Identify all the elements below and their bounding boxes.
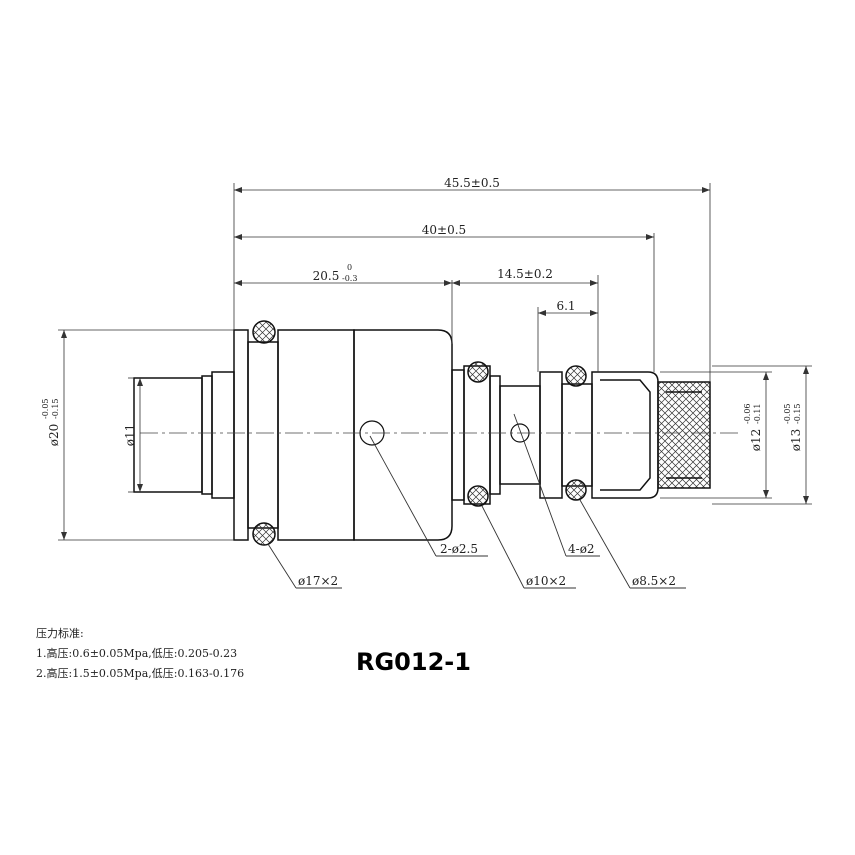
notes-heading: 压力标准: <box>36 627 84 640</box>
dim-dia-11: ø11 <box>123 424 137 447</box>
svg-text:-0.05: -0.05 <box>783 403 792 424</box>
dim-dia-13: ø13 -0.05 -0.15 <box>783 403 803 451</box>
left-nose <box>133 377 203 493</box>
groove-10 <box>489 375 501 495</box>
notes-line-1: 1.高压:0.6±0.05Mpa,低压:0.205-0.23 <box>36 647 238 660</box>
dim-14-5: 14.5±0.2 <box>497 267 553 281</box>
svg-text:-0.15: -0.15 <box>793 403 802 424</box>
flange-front <box>233 329 249 541</box>
main-cylinder <box>353 329 453 541</box>
filter-screen <box>657 381 711 489</box>
callout-oring-10: ø10×2 <box>526 574 566 588</box>
o-ring-8-5-top <box>565 365 587 387</box>
leaders <box>267 413 686 589</box>
o-ring-10-top <box>467 361 489 383</box>
dim-6-1: 6.1 <box>556 299 575 313</box>
o-ring-10-bottom <box>467 485 489 507</box>
cap <box>591 371 659 499</box>
dim-20-5: 20.5 <box>313 269 340 283</box>
left-shoulder <box>201 375 213 495</box>
callout-oring-17: ø17×2 <box>298 574 338 588</box>
arrowheads <box>61 187 809 540</box>
callout-oring-8-5: ø8.5×2 <box>632 574 676 588</box>
o-ring-8-5-bottom <box>565 479 587 501</box>
neck <box>451 369 465 501</box>
pressure-notes: 压力标准: 1.高压:0.6±0.05Mpa,低压:0.205-0.23 2.高… <box>36 624 244 684</box>
model-number: RG012-1 <box>356 648 471 676</box>
o-ring-17-top <box>252 320 276 344</box>
dim-45-5: 45.5±0.5 <box>444 176 500 190</box>
svg-text:ø13: ø13 <box>789 429 803 452</box>
svg-text:-0.15: -0.15 <box>51 398 60 419</box>
dim-20-5-tol-upper: 0 <box>347 263 352 272</box>
stem-b <box>539 371 563 499</box>
groove-8-5 <box>561 383 593 487</box>
left-step <box>211 371 235 499</box>
svg-text:ø12: ø12 <box>749 429 763 452</box>
callout-holes-4: 4-ø2 <box>568 542 595 556</box>
flange-rear <box>277 329 355 541</box>
callout-holes-2: 2-ø2.5 <box>440 542 478 556</box>
dim-20-5-tol-lower: -0.3 <box>342 274 357 283</box>
svg-text:-0.11: -0.11 <box>753 403 762 424</box>
o-ring-17-bottom <box>252 522 276 546</box>
svg-text:-0.05: -0.05 <box>41 398 50 419</box>
svg-text:-0.06: -0.06 <box>743 403 752 424</box>
dim-40: 40±0.5 <box>422 223 466 237</box>
notes-line-2: 2.高压:1.5±0.05Mpa,低压:0.163-0.176 <box>36 667 245 680</box>
collar-10 <box>463 365 491 505</box>
valve-body <box>133 329 711 541</box>
dim-dia-20: ø20 -0.05 -0.15 <box>41 398 61 446</box>
cap-chamfer <box>600 379 651 491</box>
groove-17 <box>247 341 279 529</box>
dim-dia-12: ø12 -0.06 -0.11 <box>743 403 763 451</box>
svg-text:ø20: ø20 <box>47 424 61 447</box>
svg-text:ø11: ø11 <box>123 424 137 447</box>
o-rings <box>252 320 587 546</box>
dimensions <box>58 183 812 541</box>
